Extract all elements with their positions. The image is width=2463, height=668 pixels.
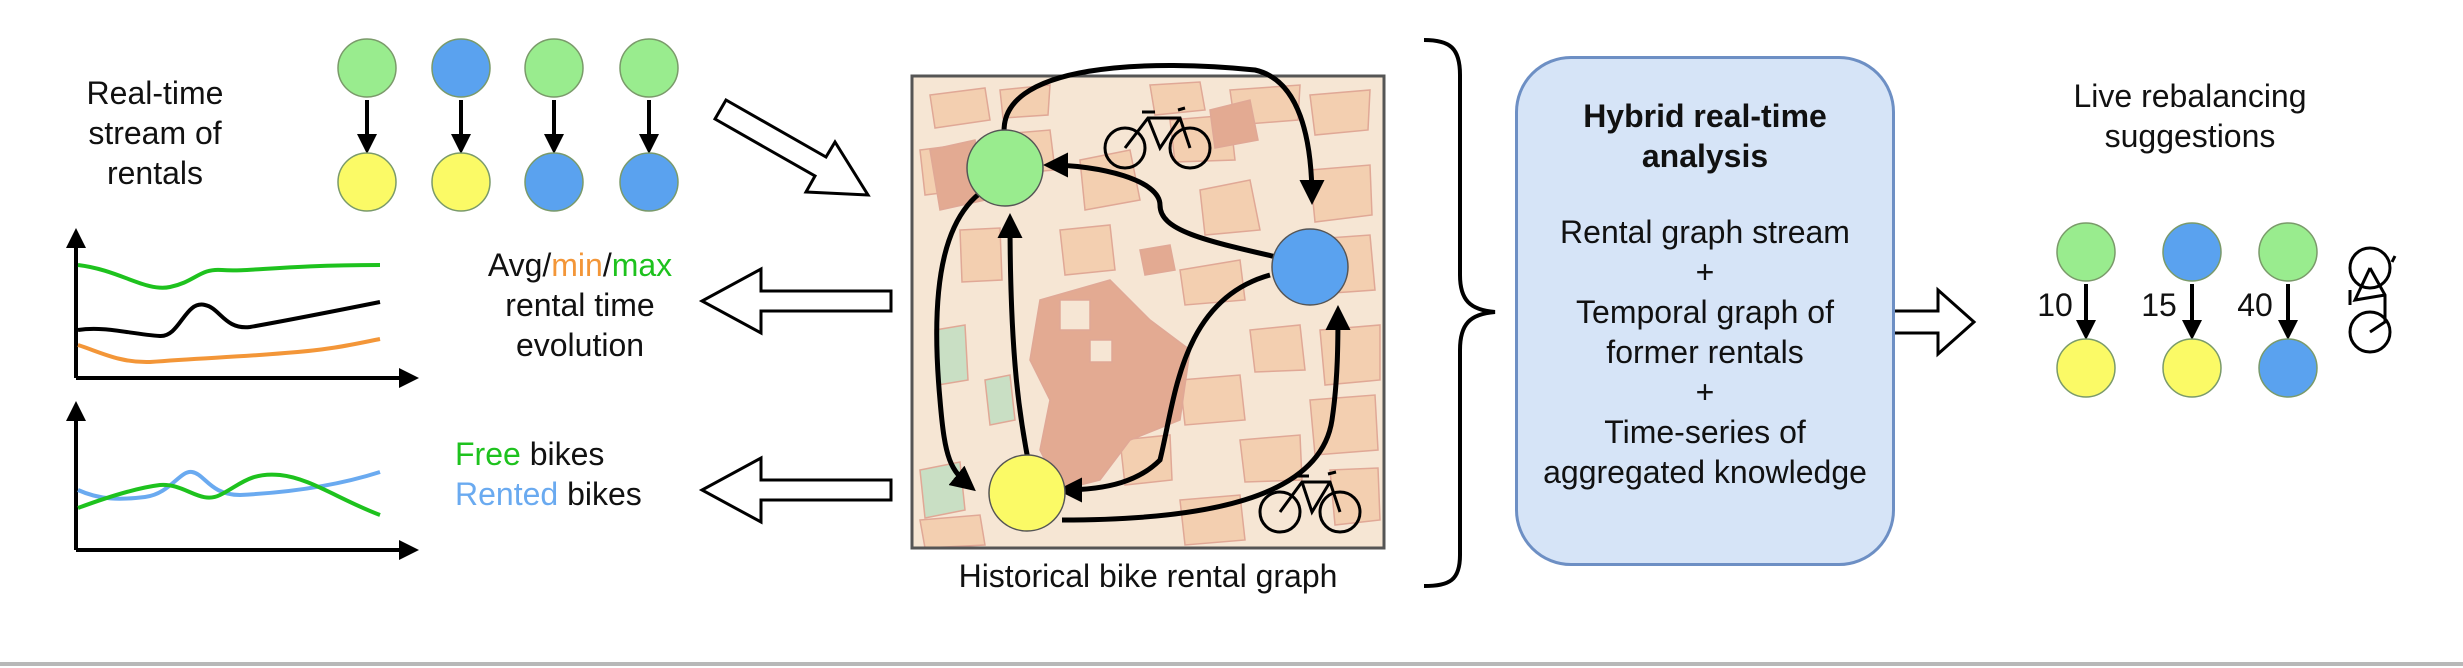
grouping-brace <box>1423 38 1496 588</box>
suggestion-count: 40 <box>2237 287 2273 323</box>
stream-to-map-arrow <box>712 97 871 197</box>
map-station-blue <box>1271 228 1349 306</box>
analysis-title: Hybrid real-time analysis <box>1583 98 1827 174</box>
bicycle-icon <box>1258 470 1362 534</box>
suggestions-title: Live rebalancing suggestions <box>2073 78 2307 154</box>
suggestion-count: 10 <box>2037 287 2073 323</box>
rental-time-label: Avg/min/max rental time evolution <box>487 247 673 363</box>
free-bikes-series <box>77 472 381 517</box>
bike-availability-chart <box>66 401 419 560</box>
bicycle-icon <box>1103 106 1212 170</box>
suggestion-count: 15 <box>2141 287 2177 323</box>
bikes-legend: Free bikes Rented bikes <box>455 436 642 512</box>
rental-stream-label: Real-time stream of rentals <box>86 75 224 191</box>
bottom-divider <box>0 662 2463 666</box>
rental-stream-graphs <box>337 38 679 212</box>
map-station-yellow <box>988 454 1066 532</box>
analysis-to-suggestions-arrow <box>1885 286 1977 358</box>
max-rental-time-series <box>77 263 381 290</box>
map-to-bike-availability-arrow <box>698 455 893 525</box>
avg-rental-time-series <box>77 300 381 339</box>
city-map <box>910 62 1386 550</box>
map-caption: Historical bike rental graph <box>958 558 1338 594</box>
analysis-items: Rental graph stream + Temporal graph of … <box>1543 214 1867 490</box>
map-station-green <box>966 129 1044 207</box>
rented-bikes-key: Rented <box>455 476 559 512</box>
rebalancing-suggestion-graphs <box>2056 222 2318 398</box>
rented-bikes-series <box>77 470 381 501</box>
analysis-panel: Hybrid real-time analysis Rental graph s… <box>1515 56 1895 566</box>
rental-time-chart <box>66 228 419 388</box>
min-rental-time-series <box>77 337 381 365</box>
standing-bicycle-icon <box>2348 246 2397 354</box>
free-bikes-key: Free <box>455 436 521 472</box>
map-to-rental-time-arrow <box>698 266 893 336</box>
